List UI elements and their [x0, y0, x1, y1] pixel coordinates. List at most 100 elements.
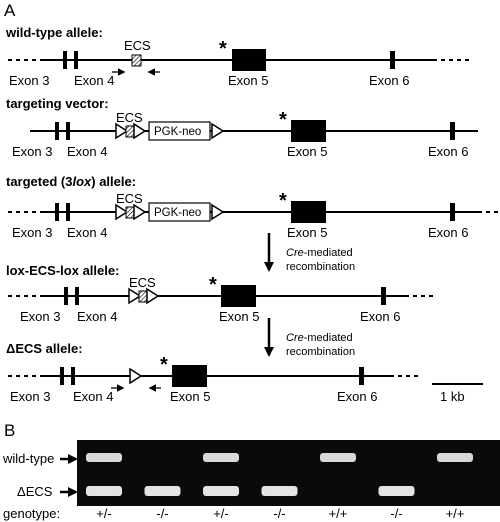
exon-4-box	[66, 122, 70, 140]
loxp-site-3	[211, 122, 225, 140]
delta-ecs-band-lane-6	[378, 486, 415, 496]
asterisk-mark: *	[279, 109, 287, 131]
pgk-neo-cassette	[148, 121, 211, 141]
scale-bar-label: 1 kb	[440, 389, 465, 404]
exon-6-box	[450, 203, 455, 221]
genotype-lane-7: +/+	[446, 506, 465, 521]
loxp-site-3	[211, 203, 225, 221]
exon-3-box	[63, 51, 67, 69]
exon-5-box	[221, 285, 256, 307]
ecs-box	[131, 54, 142, 67]
lox-ecs-lox-allele-diagram: lox-ECS-lox allele: ECS * Exon 3 Exon 4 …	[6, 263, 437, 324]
wild-type-allele-diagram: wild-type allele: ECS * Exon 3 Exon 4 Ex…	[5, 25, 470, 88]
gel-bands	[86, 453, 473, 496]
exon-4-label: Exon 4	[73, 389, 113, 404]
pgk-neo-label: PGK-neo	[154, 207, 201, 219]
exon-3-label: Exon 3	[9, 73, 49, 88]
exon-3-label: Exon 3	[12, 225, 52, 240]
delta-ecs-allele-diagram: ΔECS allele: * Exon 3 Exon 4 Exon 5 Exon…	[6, 341, 420, 404]
exon-5-box	[291, 120, 326, 142]
delta-ecs-band-lane-1	[86, 486, 122, 496]
genotype-lane-5: +/+	[329, 506, 348, 521]
exon-4-label: Exon 4	[67, 225, 107, 240]
wild-type-band-lane-7	[437, 453, 473, 462]
recombination-label-line2: recombination	[286, 261, 355, 273]
exon-6-label: Exon 6	[428, 144, 468, 159]
exon-4-label: Exon 4	[74, 73, 114, 88]
genotype-lane-4: -/-	[273, 506, 285, 521]
exon-3-box	[55, 203, 59, 221]
delta-ecs-allele-title: ΔECS allele:	[6, 341, 83, 356]
exon-5-label: Exon 5	[228, 73, 268, 88]
lox-ecs-lox-allele-title: lox-ECS-lox allele:	[6, 263, 119, 278]
exon-6-box	[390, 51, 395, 69]
wild-type-band-label: wild-type	[2, 451, 54, 466]
genotype-label: genotype:	[3, 506, 60, 521]
ecs-box	[125, 206, 135, 219]
wild-type-allele-title: wild-type allele:	[5, 25, 103, 40]
loxp-site-1	[128, 287, 142, 305]
panel-b-label: B	[4, 421, 15, 440]
recombination-label-line1: Cre-mediated	[286, 247, 353, 259]
scale-bar: 1 kb	[432, 383, 483, 404]
loxp-site-2	[133, 122, 147, 140]
ecs-label: ECS	[124, 38, 151, 53]
loxp-site-1	[115, 203, 129, 221]
gel-image	[77, 440, 500, 506]
targeted-3lox-allele-diagram: targeted (3lox) allele: ECS PGK-neo * Ex…	[6, 174, 498, 240]
panel-a-label: A	[4, 1, 16, 20]
targeting-vector-title: targeting vector:	[6, 96, 109, 111]
exon-6-box	[381, 287, 386, 305]
exon-5-label: Exon 5	[170, 389, 210, 404]
exon-5-label: Exon 5	[219, 309, 259, 324]
ecs-box	[138, 290, 148, 303]
asterisk-mark: *	[219, 38, 227, 60]
exon-3-box	[60, 367, 64, 385]
genotype-labels: +/--/-+/--/-+/+-/-+/+	[96, 506, 464, 521]
recombination-label-line1: Cre-mediated	[286, 332, 353, 344]
wild-type-band-lane-1	[86, 453, 122, 462]
ecs-label: ECS	[116, 110, 143, 125]
exon-4-box	[66, 203, 70, 221]
cre-recombination-step-1: Cre-mediated recombination	[264, 233, 355, 273]
pgk-neo-label: PGK-neo	[154, 126, 201, 138]
exon-3-label: Exon 3	[12, 144, 52, 159]
asterisk-mark: *	[209, 274, 217, 296]
exon-5-label: Exon 5	[287, 225, 327, 240]
loxp-site-2	[133, 203, 147, 221]
exon-6-box	[450, 122, 455, 140]
exon-6-box	[359, 367, 364, 385]
ecs-label: ECS	[129, 275, 156, 290]
wild-type-band-lane-3	[203, 453, 239, 462]
exon-4-label: Exon 4	[77, 309, 117, 324]
exon-5-label: Exon 5	[287, 144, 327, 159]
wild-type-band-lane-5	[320, 453, 356, 462]
targeted-allele-title: targeted (3lox) allele:	[6, 174, 136, 189]
delta-ecs-band-label: ΔECS	[17, 484, 53, 499]
loxp-site-2	[146, 287, 160, 305]
exon-3-label: Exon 3	[10, 389, 50, 404]
genotype-lane-6: -/-	[390, 506, 402, 521]
exon-6-label: Exon 6	[369, 73, 409, 88]
recombination-label-line2: recombination	[286, 346, 355, 358]
exon-4-label: Exon 4	[67, 144, 107, 159]
exon-3-box	[55, 122, 59, 140]
pgk-neo-cassette	[148, 202, 211, 222]
exon-5-box	[291, 201, 326, 223]
exon-6-label: Exon 6	[337, 389, 377, 404]
exon-5-box	[232, 49, 266, 71]
genotype-lane-3: +/-	[213, 506, 229, 521]
exon-3-label: Exon 3	[20, 309, 60, 324]
exon-3-box	[64, 287, 68, 305]
exon-5-box	[172, 365, 207, 387]
gel-panel: wild-type ΔECS genotype: +/--/-+/--/-+/+…	[2, 440, 500, 521]
delta-ecs-band-lane-3	[203, 486, 239, 496]
exon-4-box	[71, 367, 75, 385]
exon-6-label: Exon 6	[428, 225, 468, 240]
exon-6-label: Exon 6	[360, 309, 400, 324]
genotype-lane-2: -/-	[156, 506, 168, 521]
delta-ecs-band-lane-2	[144, 486, 181, 496]
targeting-vector-diagram: targeting vector: ECS PGK-neo * Exon 3 E…	[6, 96, 478, 159]
delta-ecs-band-lane-4	[261, 486, 298, 496]
